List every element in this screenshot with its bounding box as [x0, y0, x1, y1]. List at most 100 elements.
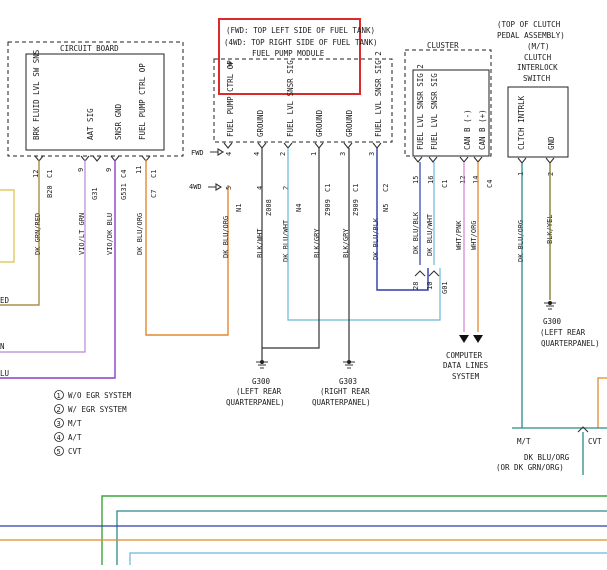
- cb-pin-label-4: FUEL PUMP CTRL OP: [138, 63, 147, 140]
- fpm-fwd-label: FWD: [191, 149, 204, 157]
- cb-wire-3: VIO/DK BLU: [106, 213, 114, 255]
- legend-text-1: W/O EGR SYSTEM: [68, 391, 132, 400]
- cluster-conn-2: C4: [486, 180, 494, 188]
- circuit-board-wires: [0, 160, 229, 379]
- fpm-wire-5: BLK/GRY: [342, 228, 350, 258]
- cb-pin-label-2: AAT SIG: [86, 108, 95, 140]
- cb-pin-num-3: 9: [105, 168, 113, 172]
- fpm-pin-label-2: GROUND: [256, 109, 265, 137]
- ground-g303-id: G303: [339, 377, 357, 386]
- fpm-splice-6: N5: [382, 204, 390, 212]
- cluster-wire-2: DK BLU/WHT: [426, 213, 434, 256]
- clutch-title-2: INTERLOCK: [517, 63, 558, 72]
- left-label-2: N: [0, 342, 5, 351]
- cluster-bottom-pin-2: 10: [426, 282, 434, 290]
- fpm-variant-arrows: [208, 148, 225, 191]
- cluster-pin-label-3: CAN B (-): [463, 109, 472, 150]
- legend-num-4: 4: [57, 434, 61, 442]
- cluster-title: CLUSTER: [427, 41, 459, 50]
- cluster-pin-num-4: 14: [472, 176, 480, 184]
- fpm-pin-num-2b: 4: [256, 186, 264, 190]
- legend-item-5: 5 CVT: [54, 446, 82, 456]
- fpm-pin-label-3: FUEL LVL SNSR SIG: [286, 60, 295, 137]
- cluster-wire-3: WHT/PNK: [455, 220, 463, 250]
- cb-pin-num-4: 11: [135, 166, 143, 174]
- cb-pin-num-1: 12: [32, 170, 40, 178]
- legend-item-4: 4 A/T: [54, 432, 82, 442]
- cb-conn-4: C1: [150, 170, 158, 178]
- fpm-p-label: P: [228, 61, 232, 69]
- cb-splice-2: G31: [91, 187, 99, 200]
- cb-splice-3: G531: [120, 183, 128, 200]
- cluster-pin-num-3: 12: [459, 176, 467, 184]
- ground-node-dot: [347, 360, 351, 364]
- clutch-pin-chevrons: [517, 157, 555, 164]
- cluster-bottom-pin-1: 28: [412, 282, 420, 290]
- cluster-pin-num-1: 15: [412, 176, 420, 184]
- cb-pin-label-1: BRK FLUID LVL SW SNS: [32, 49, 41, 140]
- fuel-pump-module: (FWD: TOP LEFT SIDE OF FUEL TANK) (4WD: …: [189, 18, 393, 262]
- clutch-loc-3: (M/T): [527, 42, 550, 51]
- fpm-note-fwd: (FWD: TOP LEFT SIDE OF FUEL TANK): [226, 26, 375, 35]
- legend-marker-3: [54, 418, 64, 428]
- clutch-box: [507, 86, 569, 158]
- left-label-1: ED: [0, 296, 10, 305]
- junction-chevron: [577, 426, 589, 433]
- fpm-pin-num-2: 4: [253, 152, 261, 156]
- fuel-pump-wires: [261, 148, 441, 360]
- cb-wire-4: DK BLU/ORG: [136, 213, 144, 255]
- fpm-wire-3: DK BLU/WHT: [282, 219, 290, 262]
- legend-text-4: A/T: [68, 433, 82, 442]
- cluster-pin-chevrons: [413, 156, 483, 163]
- fpm-wire-6: DK BLU/BLK: [372, 217, 380, 260]
- fpm-conn-3: C2: [382, 184, 390, 192]
- fpm-pin-chevrons: [223, 142, 382, 149]
- junction-wire: DK BLU/ORG: [524, 453, 570, 462]
- clutch-wire-1: DK BLU/ORG: [517, 220, 525, 262]
- ground-node-dot: [260, 360, 264, 364]
- cb-conn-1: C1: [46, 170, 54, 178]
- fpm-splice-4: Z909: [324, 199, 332, 216]
- ground-g303: G303 (RIGHT REAR QUARTERPANEL): [312, 360, 371, 407]
- fpm-wire-2: BLK/WHT: [256, 228, 264, 258]
- clutch-pin-num-1: 1: [517, 172, 525, 176]
- harness-lightblue: [129, 552, 607, 565]
- clutch-pin-num-2: 2: [547, 172, 555, 176]
- circuit-board-outline: [7, 41, 184, 157]
- legend-item-1: 1 W/O EGR SYSTEM: [54, 390, 132, 400]
- legend-item-3: 3 M/T: [54, 418, 82, 428]
- legend-num-3: 3: [57, 420, 61, 428]
- legend-text-3: M/T: [68, 419, 82, 428]
- legend-item-2: 2 W/ EGR SYSTEM: [54, 404, 127, 414]
- ground-g303-loc2: QUARTERPANEL): [312, 398, 371, 407]
- fpm-fwd-pin: 4: [225, 152, 233, 156]
- legend-marker-5: [54, 446, 64, 456]
- cb-pin-chevrons: [34, 155, 151, 162]
- wire-vio-lt-grn: [0, 160, 86, 353]
- cb-conn-3: C4: [120, 170, 128, 178]
- fpm-splice-3: N4: [295, 204, 303, 212]
- fpm-pin-num-3: 2: [279, 152, 287, 156]
- clutch-loc-1: (TOP OF CLUTCH: [497, 20, 561, 29]
- cb-splice-1: B20: [46, 185, 54, 198]
- cb-wire-2: VIO/LT GRN: [78, 213, 86, 255]
- clutch-ground-id: G300: [543, 317, 562, 326]
- junction-wire-alt: (OR DK GRN/ORG): [496, 463, 564, 472]
- harness-teal: [116, 510, 607, 565]
- fpm-wire-4: BLK/GRY: [313, 228, 321, 258]
- wire-blk-gry-1: [262, 148, 320, 349]
- fpm-outline: [213, 58, 393, 143]
- cb-splice-4: C7: [150, 190, 158, 198]
- cluster-inner: [412, 69, 490, 157]
- data-lines-1: COMPUTER: [446, 351, 483, 360]
- clutch-ground-loc1: (LEFT REAR: [540, 328, 586, 337]
- legend-num-5: 5: [57, 448, 61, 456]
- wire-vio-dk-blu: [0, 160, 116, 379]
- fpm-conn-2: C1: [352, 184, 360, 192]
- wire-yellow-left: [0, 189, 15, 263]
- fpm-pin-label-6: FUEL LVL SNSR SIG 2: [374, 51, 383, 137]
- cluster-pin-label-2: FUEL LVL SNSR SIG: [430, 73, 439, 150]
- fpm-4wd-label: 4WD: [189, 183, 202, 191]
- clutch-loc-2: PEDAL ASSEMBLY): [497, 31, 565, 40]
